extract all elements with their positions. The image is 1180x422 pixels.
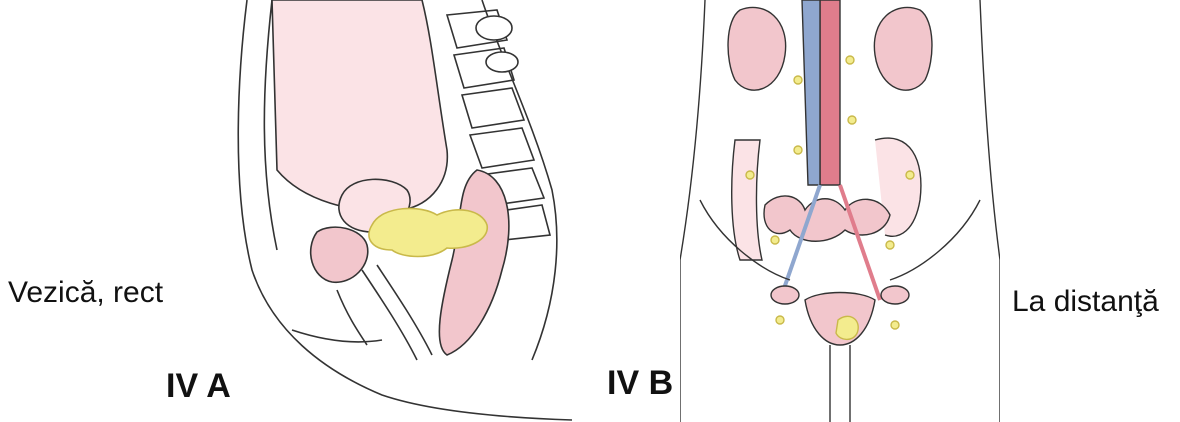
node [776,316,784,324]
stage-label-iva: IV A [166,367,231,406]
node [771,236,779,244]
node [794,146,802,154]
torso-left-contour [680,0,705,422]
aorta [820,0,840,185]
vaginal-canal-front [830,345,850,422]
node [848,116,856,124]
bladder [311,227,368,282]
frontal-abdomen-illustration [680,0,1000,422]
uterine-tumor [836,316,858,339]
small-intestine [764,196,890,241]
torso-right-contour [980,0,1000,422]
caption-bladder-rectum: Vezică, rect [8,276,163,310]
ascending-colon [732,140,762,260]
node [906,171,914,179]
vertebra-cross-section [476,16,512,40]
left-kidney [728,7,786,90]
node [846,56,854,64]
sagittal-pelvis-illustration [232,0,652,422]
caption-distant: La distanţă [1012,285,1159,319]
left-ovary [771,286,799,304]
vena-cava [802,0,820,185]
vaginal-canal-wall [377,265,432,355]
abdominal-cavity [272,0,447,211]
right-kidney [874,7,932,90]
node [794,76,802,84]
node [886,241,894,249]
rectum [439,170,509,355]
vertebra-cross-section-2 [486,52,518,72]
right-ovary [881,286,909,304]
perineum-outline [292,330,382,342]
urethra [337,290,367,345]
node [891,321,899,329]
node [746,171,754,179]
